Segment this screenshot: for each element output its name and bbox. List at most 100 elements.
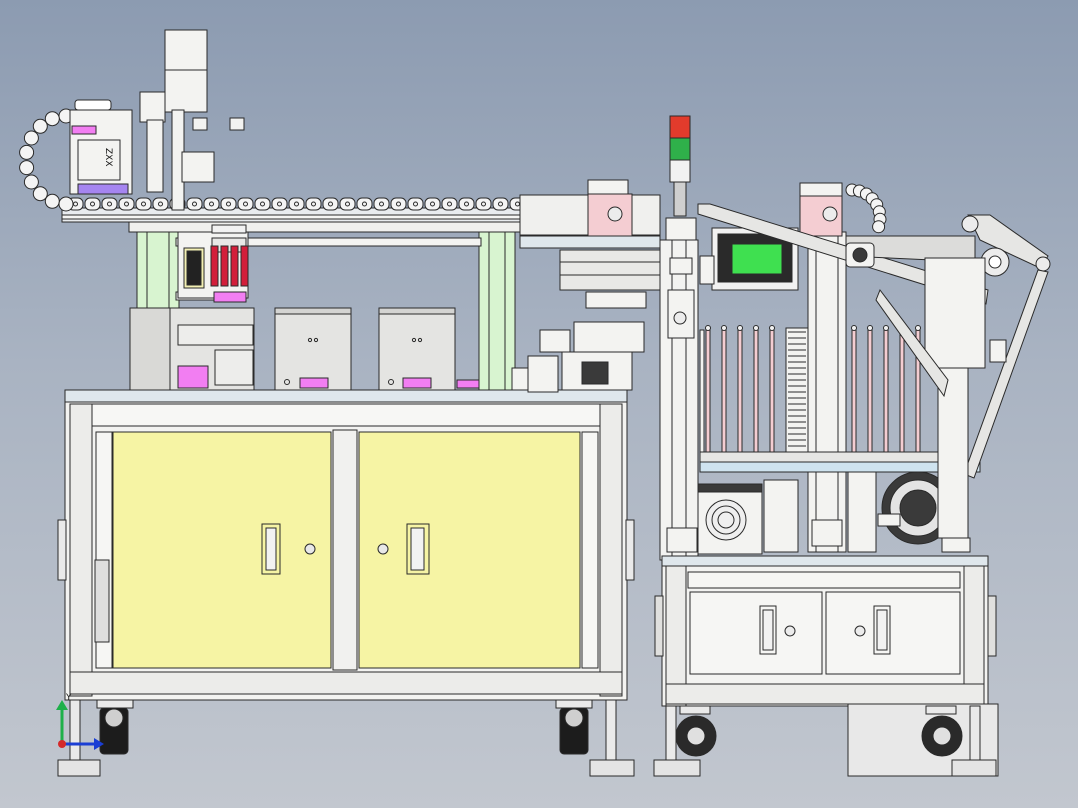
lower-crossbar — [175, 237, 482, 247]
right-gantry-column — [478, 224, 516, 391]
press-unit-right — [378, 307, 456, 391]
syringe — [210, 245, 219, 287]
chain-link — [135, 197, 152, 211]
pin-tip — [769, 325, 775, 331]
transfer-unit — [511, 179, 661, 393]
chain-link-pin — [90, 201, 95, 207]
chain-link-pin — [277, 201, 282, 207]
triad-y-label: Y — [65, 693, 72, 703]
chain-link — [152, 197, 169, 211]
chain-link — [203, 197, 220, 211]
pin — [769, 329, 775, 453]
vertical-actuator — [139, 29, 245, 211]
right-cabinet-right-drawer[interactable] — [825, 591, 961, 675]
right-cabinet-frame — [654, 555, 997, 707]
chain-link — [356, 197, 373, 211]
chain-link-pin — [124, 201, 129, 207]
pin-tip — [753, 325, 759, 331]
chain-link — [186, 197, 203, 211]
chain-link — [390, 197, 407, 211]
syringe — [220, 245, 229, 287]
left-cabinet-door[interactable] — [112, 431, 332, 669]
chain-link — [58, 196, 74, 212]
chain-link-pin — [260, 201, 265, 207]
chain-link — [44, 193, 60, 209]
chain-link-pin — [464, 201, 469, 207]
pin-tip — [915, 325, 921, 331]
pin-tip — [737, 325, 743, 331]
chain-link-pin — [226, 201, 231, 207]
cable-chain-bend — [19, 108, 74, 212]
chain-link — [441, 197, 458, 211]
chain-link-pin — [345, 201, 350, 207]
right-cable-chain — [845, 183, 887, 234]
chain-link — [254, 197, 271, 211]
pin — [721, 329, 727, 453]
chain-link-pin — [447, 201, 452, 207]
chain-link — [118, 197, 135, 211]
chain-link — [220, 197, 237, 211]
chain-link-pin — [294, 201, 299, 207]
left-machine: ZXX — [19, 29, 635, 777]
chain-link-pin — [362, 201, 367, 207]
right-machine — [653, 115, 1051, 777]
linkage-arm — [697, 203, 1051, 553]
chain-link — [19, 160, 35, 176]
chain-link-pin — [158, 201, 163, 207]
chain-link — [424, 197, 441, 211]
chain-link — [23, 130, 39, 146]
chain-link-pin — [141, 201, 146, 207]
coordinate-triad: Y — [56, 693, 104, 750]
pin-tip — [851, 325, 857, 331]
gantry-z-axis-head: ZXX — [69, 99, 133, 195]
chain-link — [23, 174, 39, 190]
pin — [737, 329, 743, 453]
chain-link — [458, 197, 475, 211]
cable-chain — [67, 197, 594, 211]
right-casters — [653, 705, 997, 777]
chain-link-pin — [396, 201, 401, 207]
chain-link — [237, 197, 254, 211]
chain-link-pin — [481, 201, 486, 207]
right-cabinet-left-drawer[interactable] — [689, 591, 823, 675]
chain-link — [475, 197, 492, 211]
chain-link-pin — [209, 201, 214, 207]
chain-link — [84, 197, 101, 211]
left-casters — [57, 699, 635, 777]
servo-motor — [697, 479, 799, 555]
chain-link — [373, 197, 390, 211]
chain-link — [339, 197, 356, 211]
pin-tip — [867, 325, 873, 331]
chain-link-pin — [413, 201, 418, 207]
pin — [883, 329, 889, 453]
right-cabinet-door[interactable] — [358, 431, 581, 669]
signal-tower-light — [669, 115, 691, 217]
chain-link-pin — [328, 201, 333, 207]
lift-column — [807, 231, 847, 553]
chain-link-pin — [192, 201, 197, 207]
gear-reducer — [847, 471, 955, 553]
pin — [753, 329, 759, 453]
pin — [851, 329, 857, 453]
pin-tip — [705, 325, 711, 331]
hmi-touch-panel[interactable] — [699, 227, 799, 291]
pin-tip — [883, 325, 889, 331]
chain-link — [44, 111, 60, 127]
pin — [705, 329, 711, 453]
chain-link — [305, 197, 322, 211]
right-machine-post — [659, 239, 699, 561]
chain-link — [407, 197, 424, 211]
press-unit-middle — [274, 307, 352, 391]
chain-link-pin — [379, 201, 384, 207]
chain-link — [101, 197, 118, 211]
chain-link — [872, 220, 886, 234]
pin-storage-rack — [699, 325, 981, 473]
chain-link — [32, 118, 48, 134]
syringe — [240, 245, 249, 287]
chain-link-pin — [243, 201, 248, 207]
chain-link-pin — [498, 201, 503, 207]
gantry-axis-label: ZXX — [103, 148, 113, 167]
press-unit-left — [129, 307, 255, 391]
